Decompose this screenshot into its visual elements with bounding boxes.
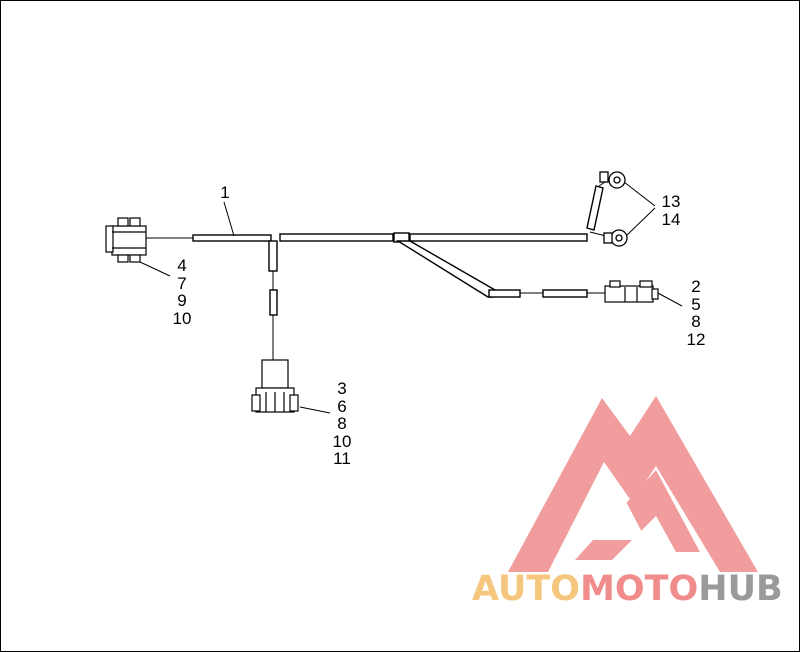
callout-text: 12 [686, 329, 706, 349]
watermark-part-auto: AUTO [472, 569, 581, 609]
left-connector [105, 217, 147, 263]
callout-bottom-connector: 3 6 8 10 11 [328, 380, 356, 468]
bottom-connector [251, 359, 299, 413]
callout-text: 4 [177, 256, 187, 275]
callout-text: 3 [337, 379, 347, 398]
ring-terminals [599, 171, 628, 247]
callout-text: 5 [691, 294, 701, 314]
callout-text: 6 [337, 396, 347, 416]
watermark-wordmark: AUTOMOTOHUB [472, 569, 783, 609]
harness-main-segment-left [192, 234, 272, 242]
callout-text: 2 [691, 277, 701, 296]
watermark-part-moto: MOTO [580, 569, 699, 609]
callout-text: 8 [337, 414, 347, 434]
callout-text: 1 [220, 183, 230, 202]
harness-main-segment-mid [279, 233, 394, 242]
callout-1: 1 [215, 184, 235, 202]
callout-ring-terminals: 13 14 [655, 193, 687, 228]
callout-text: 10 [172, 308, 192, 328]
callout-text: 11 [333, 449, 351, 469]
harness-main-segment-right [409, 233, 588, 242]
callout-text: 7 [177, 273, 187, 293]
callout-text: 13 [661, 192, 681, 211]
callout-text: 14 [661, 209, 681, 229]
watermark-part-hub: HUB [698, 569, 783, 609]
harness-branch-down-upper [268, 240, 278, 272]
callout-text: 10 [332, 431, 352, 451]
harness-branch-down-lower [269, 289, 278, 316]
callout-right-connector: 2 5 8 12 [680, 278, 712, 348]
harness-branch-diagonal [395, 240, 496, 298]
harness-branch-right-b [542, 289, 588, 298]
callout-left-connector: 4 7 9 10 [168, 257, 196, 327]
harness-branch-right-a [488, 289, 521, 298]
callout-text: 8 [691, 312, 701, 332]
callout-text: 9 [177, 291, 187, 311]
harness-branch-up [586, 185, 604, 231]
right-connector [604, 280, 659, 303]
